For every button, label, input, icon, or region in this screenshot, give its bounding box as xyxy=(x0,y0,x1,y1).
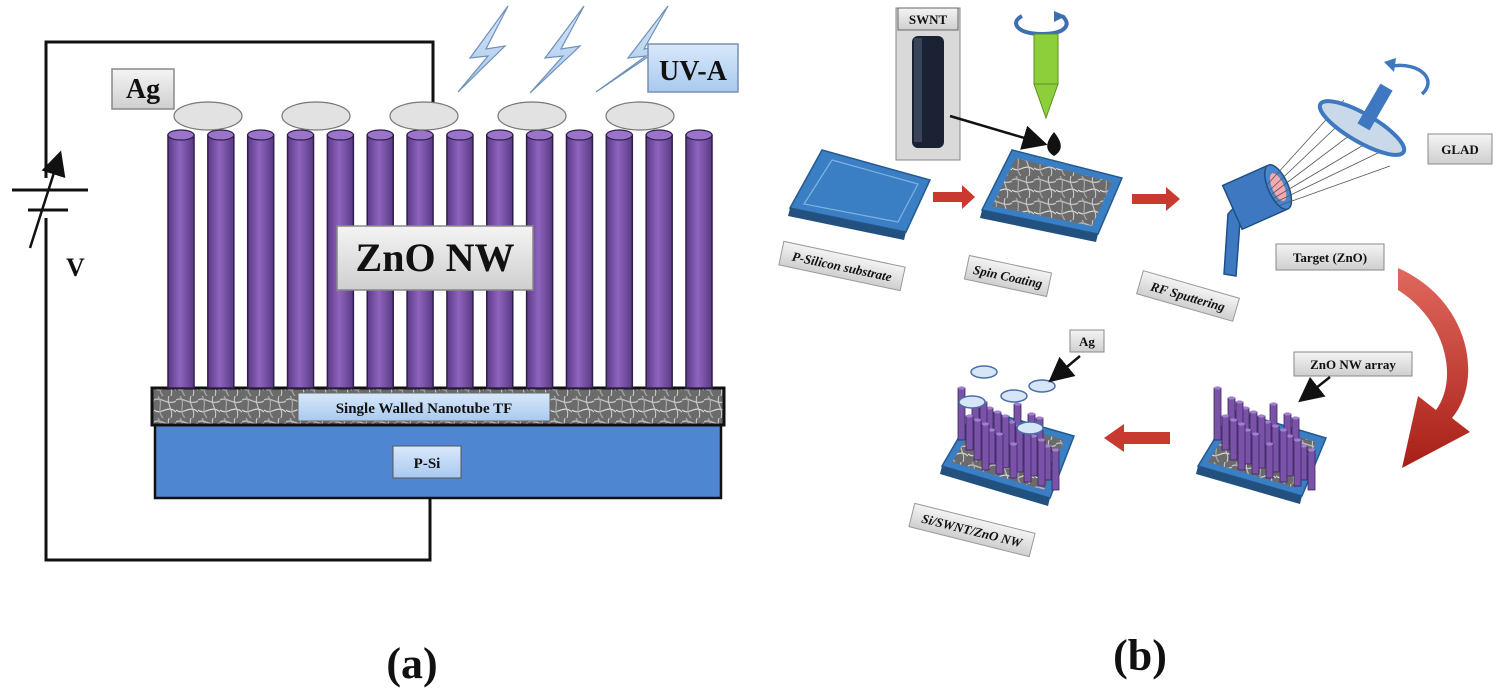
panel-b: P-Silicon substrate SWNT Sp xyxy=(778,7,1493,680)
pipette-icon xyxy=(1014,11,1069,156)
zno-nanowire xyxy=(207,129,235,389)
mini-nanowire xyxy=(1293,438,1302,487)
mini-nanowire xyxy=(1229,418,1238,461)
mini-nanowire xyxy=(973,418,982,461)
process-curve-arrow xyxy=(1398,268,1470,468)
mini-nanowire xyxy=(995,432,1004,475)
ag-cap xyxy=(1000,389,1028,403)
target-label: Target (ZnO) xyxy=(1293,250,1367,265)
mini-nanowire xyxy=(1023,428,1032,483)
ag-electrode xyxy=(389,101,459,131)
circuit-wire xyxy=(44,40,435,562)
zno-nanowire xyxy=(565,129,594,389)
mini-nanowire xyxy=(957,386,966,441)
mini-nanowire xyxy=(1279,428,1288,483)
mini-nanowire xyxy=(1307,448,1316,491)
zno-nanowire xyxy=(685,129,713,389)
ag-electrode-array xyxy=(173,101,675,131)
zno-nanowire xyxy=(286,129,315,389)
swnt-film-label: Single Walled Nanotube TF xyxy=(336,401,513,417)
mini-nanowire xyxy=(1051,448,1060,491)
panel-b-letter: (b) xyxy=(1113,631,1167,680)
ag-electrode xyxy=(281,101,351,131)
zno-nanowire xyxy=(246,129,275,389)
ag-electrode xyxy=(605,101,675,131)
ag-cap xyxy=(1016,421,1044,435)
nanowire-label: ZnO NW xyxy=(356,235,515,280)
ag-cap xyxy=(970,365,998,379)
swnt-vial-icon xyxy=(895,7,961,161)
variable-voltage-source-icon xyxy=(12,150,88,249)
process-arrow-3 xyxy=(1104,424,1170,452)
ag-electrode xyxy=(173,101,243,131)
zno-nanowire xyxy=(167,129,195,389)
mini-nanowire xyxy=(981,422,990,471)
ag-label-b: Ag xyxy=(1079,334,1095,349)
ag-cap xyxy=(958,395,986,409)
process-arrow-1 xyxy=(933,185,975,209)
p-si-label: P-Si xyxy=(414,456,441,472)
mini-nanowire xyxy=(1037,438,1046,487)
zno-nanowire xyxy=(605,129,634,389)
mini-nanowire xyxy=(1265,442,1274,479)
array-label: ZnO NW array xyxy=(1310,357,1396,372)
mini-nanowire xyxy=(965,414,974,451)
p-silicon-substrate-tile xyxy=(788,149,932,240)
light-label: UV-A xyxy=(659,56,728,87)
panel-a-letter: (a) xyxy=(386,639,437,688)
final-device-tile xyxy=(940,365,1075,506)
glad-holder-icon xyxy=(1317,58,1430,157)
mini-nanowire xyxy=(1237,422,1246,471)
mini-nanowire xyxy=(1213,386,1222,441)
swnt-label: SWNT xyxy=(909,12,948,27)
mini-nanowire xyxy=(1221,414,1230,451)
zno-nanowire xyxy=(645,129,673,389)
ag-electrode xyxy=(497,101,567,131)
mini-nanowire xyxy=(1009,442,1018,479)
panel-a: V P-Si Single Walled Nanotube TF ZnO NW … xyxy=(12,5,739,688)
process-arrow-2 xyxy=(1132,187,1180,211)
zno-nw-array-tile xyxy=(1196,386,1328,504)
glad-label: GLAD xyxy=(1441,142,1479,157)
ag-cap xyxy=(1028,379,1056,393)
electrode-label: Ag xyxy=(126,74,160,105)
voltage-label: V xyxy=(66,253,85,282)
uv-light-bolt-icons xyxy=(457,5,669,94)
spin-coated-substrate-tile xyxy=(980,149,1124,242)
mini-nanowire xyxy=(1251,432,1260,475)
